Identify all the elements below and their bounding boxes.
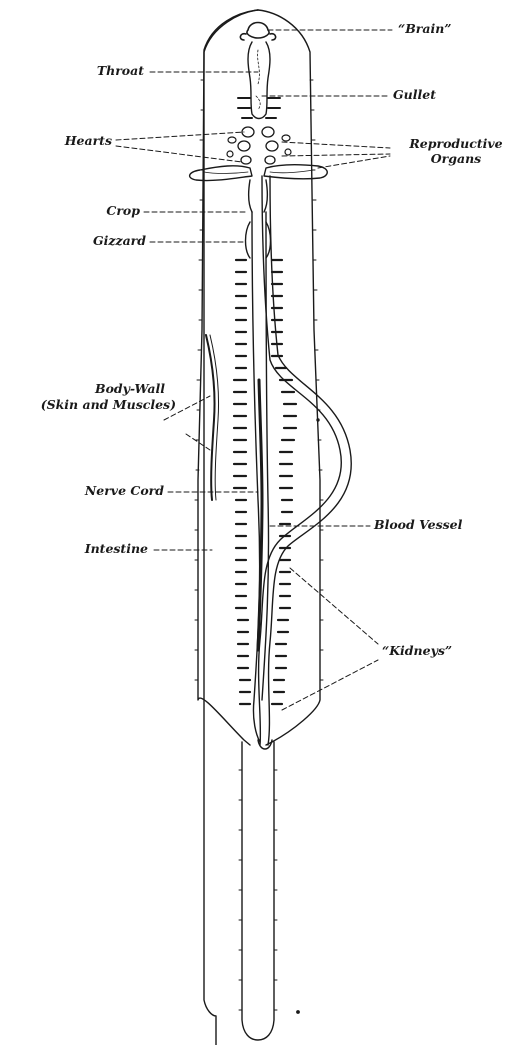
reproductive-wing-left [190, 166, 252, 181]
label-reproductive-2: Organs [395, 152, 517, 166]
label-body-wall-2: (Skin and Muscles) [0, 398, 176, 412]
label-kidneys: “Kidneys” [382, 644, 452, 658]
gizzard [246, 222, 271, 258]
body-wall-cut [206, 335, 215, 500]
label-brain: “Brain” [398, 22, 451, 36]
throat [248, 42, 270, 119]
reproductive-organs [227, 135, 291, 157]
hearts [238, 127, 278, 164]
body-outline-right [258, 10, 320, 745]
label-gizzard: Gizzard [60, 234, 146, 248]
brain [247, 23, 269, 39]
label-throat: Throat [70, 64, 144, 78]
label-crop: Crop [80, 204, 140, 218]
label-reproductive-1: Reproductive [395, 137, 517, 151]
intestine-right [262, 212, 269, 700]
label-blood-vessel: Blood Vessel [374, 518, 462, 532]
label-intestine: Intestine [40, 542, 148, 556]
body-outline-upper [198, 10, 258, 745]
blood-vessel-inner [268, 176, 351, 745]
kidneys [234, 260, 296, 704]
label-body-wall-1: Body-Wall [10, 382, 165, 396]
label-hearts: Hearts [50, 134, 112, 148]
label-gullet: Gullet [393, 88, 436, 102]
crop [249, 180, 268, 212]
tail-outline [242, 742, 274, 1040]
label-nerve-cord: Nerve Cord [30, 484, 164, 498]
